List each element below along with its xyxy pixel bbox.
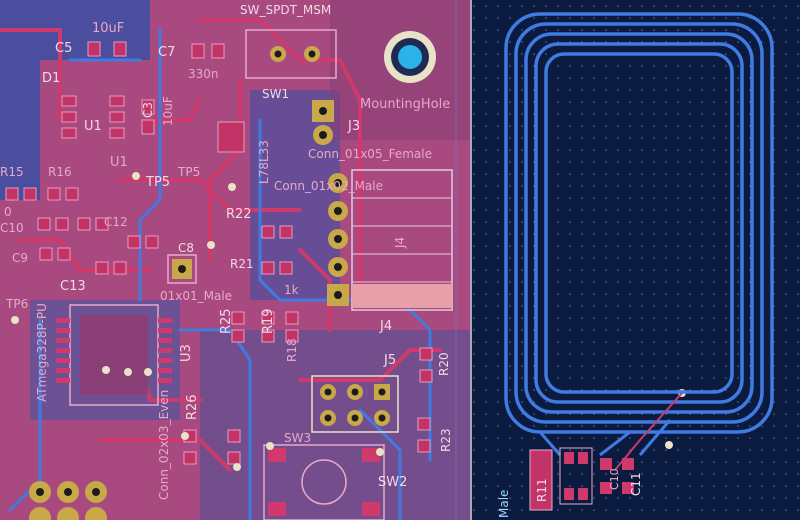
label-u1: U1 [84, 119, 102, 134]
label-r16: R16 [48, 165, 72, 179]
label-d1: D1 [42, 71, 60, 86]
bottom-header-pads[interactable] [29, 481, 107, 520]
label-r15: R15 [0, 165, 24, 179]
switch-footprint[interactable] [245, 29, 337, 79]
conn-02x03-header[interactable] [311, 375, 399, 433]
j4-connector-body[interactable] [351, 169, 453, 311]
label-c7-value: 330n [188, 67, 219, 81]
label-r11: R11 [535, 478, 549, 502]
label-r18: R18 [285, 338, 299, 362]
label-j5: J5 [383, 353, 396, 368]
label-c11: C11 [629, 472, 643, 496]
atmega-qfp-footprint[interactable] [56, 304, 172, 406]
label-j3: J3 [347, 119, 360, 134]
label-male: Male [497, 490, 511, 518]
label-c8: C8 [178, 241, 194, 255]
label-c10: C10 [0, 221, 24, 235]
label-c7: C7 [158, 45, 175, 60]
back-copper-zone [0, 0, 150, 200]
label-c5-value: 10uF [92, 21, 124, 36]
label-tp5: TP5 [145, 175, 170, 190]
label-c3-value: 10uF [161, 96, 175, 126]
label-conn-even: Conn_02x03_Even [157, 390, 171, 500]
label-atmega: ATmega328P-PU [35, 303, 49, 402]
label-c10-bottom: C10 [608, 468, 621, 490]
label-r25: R25 [219, 308, 234, 334]
label-1k: 1k [284, 283, 299, 297]
label-r26: R26 [185, 394, 200, 420]
mounting-hole-drill [398, 45, 422, 69]
label-c12: C12 [104, 215, 128, 229]
label-c13: C13 [60, 279, 86, 294]
label-r21: R21 [230, 257, 254, 271]
label-sw1: SW1 [262, 87, 289, 101]
label-sw2: SW2 [378, 475, 407, 490]
label-mounting-hole: MountingHole [360, 97, 450, 112]
label-u1-alt: U1 [110, 155, 128, 170]
label-j4: J4 [379, 319, 392, 334]
coil-leads [538, 419, 672, 457]
label-u3: U3 [179, 344, 194, 362]
label-conn-male2: Conn_01x02_Male [274, 179, 383, 193]
label-r22: R22 [226, 207, 252, 222]
drill-hole [178, 265, 186, 273]
label-conn-01x01: 01x01_Male [160, 289, 232, 303]
label-conn-female: Conn_01x05_Female [308, 147, 432, 161]
label-zero: 0 [4, 205, 12, 219]
label-sw-spdt: SW_SPDT_MSM [240, 3, 331, 17]
j3-header[interactable] [312, 100, 334, 145]
label-tp6: TP6 [5, 297, 28, 311]
label-c9: C9 [12, 251, 28, 265]
back-copper-zone [200, 330, 470, 520]
label-r20: R20 [437, 352, 451, 376]
coil-matching-parts[interactable] [529, 447, 634, 511]
label-tp5-top: TP5 [177, 165, 200, 179]
drill-hole [308, 50, 316, 58]
drill-hole [274, 50, 282, 58]
label-c3: C3 [141, 102, 155, 118]
conn-01x05-header[interactable] [327, 173, 349, 306]
label-r19: R19 [261, 308, 276, 334]
label-c5: C5 [55, 41, 72, 56]
label-j4-vertical: J4 [393, 237, 407, 249]
label-sw3: SW3 [284, 431, 311, 445]
testpoint-outline [167, 254, 197, 284]
sw2-tactile-footprint[interactable] [263, 444, 385, 520]
nfc-coil-antenna[interactable] [504, 12, 774, 434]
label-l78: L78L33 [257, 140, 271, 184]
label-r23: R23 [439, 428, 453, 452]
